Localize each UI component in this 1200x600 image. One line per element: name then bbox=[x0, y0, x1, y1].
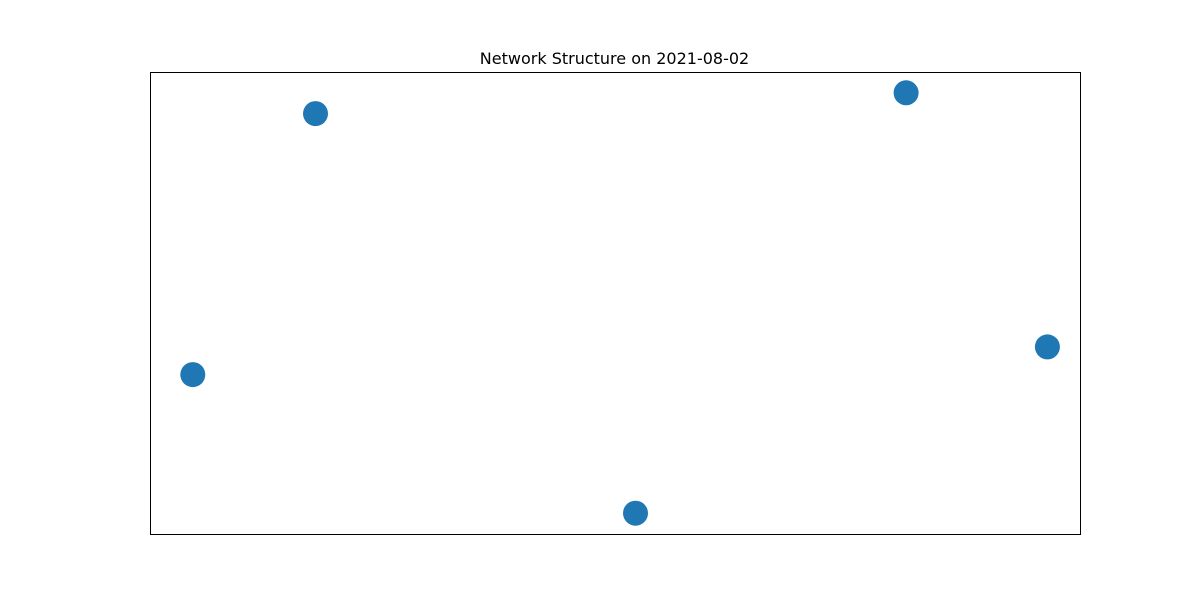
chart-title: Network Structure on 2021-08-02 bbox=[480, 49, 749, 68]
network-node-4 bbox=[1034, 334, 1060, 360]
plot-area-frame bbox=[150, 72, 1081, 535]
nodes-layer bbox=[180, 80, 1060, 526]
network-node-1 bbox=[303, 101, 328, 127]
network-node-5 bbox=[623, 500, 648, 526]
network-node-2 bbox=[893, 80, 919, 106]
network-node-3 bbox=[180, 362, 206, 388]
